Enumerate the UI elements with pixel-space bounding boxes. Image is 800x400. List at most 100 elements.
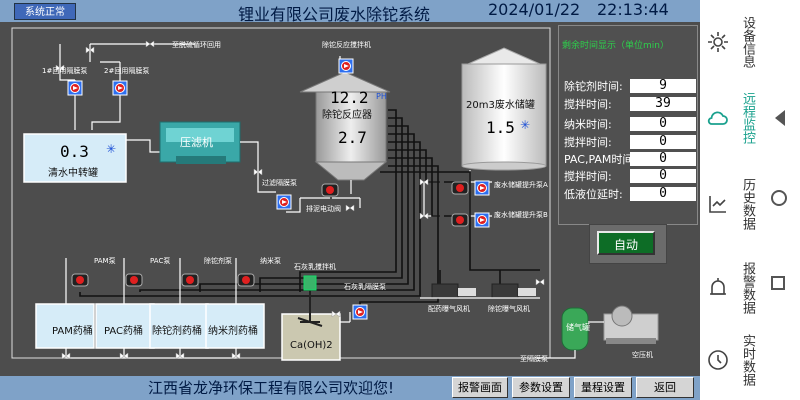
side-nav-realtime[interactable]: 实时数据 <box>704 318 794 400</box>
valve-icon <box>345 204 355 212</box>
welcome-marquee: 江西省龙净环保工程有限公司欢迎您! <box>148 379 395 397</box>
reuse-pump-2-icon <box>112 80 128 96</box>
alarm-icon <box>710 278 726 295</box>
panel-row-label: 除铊剂时间: <box>564 80 623 93</box>
lime-tank-label: Ca(OH)2 <box>290 340 333 351</box>
lime-pump-label: 石灰乳隔膜泵 <box>344 283 386 291</box>
panel-row-value: 0 <box>630 152 696 166</box>
snowflake-icon: ✳ <box>520 118 531 132</box>
reuse-pump-1-label: 1#回用隔膜泵 <box>42 67 88 75</box>
to-desulfur-label: 至脱硫循环回用 <box>172 41 221 49</box>
nano-tank-label: 纳米剂药桶 <box>208 326 258 337</box>
side-nav-device-info[interactable]: 设备信息 <box>704 0 794 84</box>
panel-row-value: 0 <box>630 117 696 131</box>
clock-icon <box>708 350 728 370</box>
nano-pump-icon <box>237 273 255 287</box>
gear-icon <box>708 32 728 52</box>
panel-row-value: 0 <box>630 135 696 149</box>
alarm-screen-button[interactable]: 报警画面 <box>452 377 508 398</box>
valve-icon <box>119 352 129 360</box>
valve-icon <box>535 278 545 286</box>
panel-row-label: 纳米时间: <box>564 118 612 131</box>
valve-icon <box>175 352 185 360</box>
reactor-level: 2.7 <box>338 128 367 147</box>
ph-value: 12.2 <box>330 88 369 107</box>
back-triangle-icon[interactable] <box>775 110 785 126</box>
remaining-time-header: 剩余时间显示（单位min） <box>562 41 669 51</box>
date-display: 2024/01/22 <box>488 0 581 19</box>
pam-pump-label: PAM泵 <box>94 257 116 265</box>
panel-row-value: 0 <box>630 169 696 183</box>
valve-icon <box>331 310 341 318</box>
sludge-valve-icon <box>321 183 339 197</box>
valve-icon <box>61 352 71 360</box>
panel-row-label: 低液位延时: <box>564 188 623 201</box>
panel-row-value: 9 <box>630 79 696 93</box>
waste-tank-label: 20m3废水储罐 <box>466 100 535 111</box>
filter-pump-icon <box>276 194 292 210</box>
lift-pump-a-label: 废水储罐提升泵A <box>494 181 548 189</box>
side-nav-alarm[interactable]: 报警数据 <box>704 246 794 330</box>
snowflake-icon: ✳ <box>106 142 117 156</box>
gas-tank-label: 储气罐 <box>566 323 590 332</box>
agent-tank-label: 除铊剂药桶 <box>152 326 202 337</box>
lift-pump-b-label: 废水储罐提升泵B <box>494 211 548 219</box>
compressor-label: 空压机 <box>632 351 653 359</box>
clear-tank-label: 清水中转罐 <box>48 168 98 179</box>
back-button[interactable]: 返回 <box>636 377 694 398</box>
header-bar <box>0 0 700 22</box>
pac-pump-icon <box>125 273 143 287</box>
agent-pump-icon <box>181 273 199 287</box>
side-nav-label: 报警数据 <box>740 262 755 314</box>
reactor-mixer-icon <box>338 58 354 74</box>
pam-pump-icon <box>71 273 89 287</box>
to-diaphragm-label: 至隔膜泵 <box>520 355 548 363</box>
side-nav-history[interactable]: 历史数据 <box>704 162 794 246</box>
reuse-pump-1-icon <box>67 80 83 96</box>
lift-pump-a-icon <box>474 180 490 196</box>
range-settings-button[interactable]: 量程设置 <box>574 377 632 398</box>
valve-icon <box>419 212 429 220</box>
chart-icon <box>709 196 726 213</box>
valve-icon <box>145 40 155 48</box>
removal-fan-label: 除铊曝气风机 <box>488 305 530 313</box>
reactor-label: 除铊反应器 <box>322 110 372 121</box>
reuse-pump-2-label: 2#回用隔膜泵 <box>104 67 150 75</box>
pac-tank-label: PAC药桶 <box>104 326 144 337</box>
side-nav-label: 实时数据 <box>740 334 755 386</box>
reactor-mixer-label: 除铊反应搅拌机 <box>322 41 371 49</box>
motor-icon <box>451 181 469 195</box>
side-nav-label: 远程监控 <box>740 92 755 144</box>
valve-icon <box>85 46 95 54</box>
filter-press-label[interactable]: 压滤机 <box>180 136 213 149</box>
home-circle-icon[interactable] <box>771 190 787 206</box>
panel-row-label: 搅拌时间: <box>564 170 612 183</box>
filter-pump-label: 过滤隔膜泵 <box>262 179 297 187</box>
cloud-icon <box>707 111 728 125</box>
panel-row-label: 搅拌时间: <box>564 98 612 111</box>
panel-row-value: 0 <box>630 187 696 201</box>
auto-mode-button[interactable]: 自动 <box>597 231 655 255</box>
panel-row-value: 39 <box>630 97 696 111</box>
ph-unit: PH <box>376 92 387 101</box>
dosing-fan-label: 配药曝气风机 <box>428 305 470 313</box>
valve-icon <box>231 352 241 360</box>
sludge-valve-label: 排泥电动阀 <box>306 205 341 213</box>
nano-pump-label: 纳米泵 <box>260 257 281 265</box>
pac-pump-label: PAC泵 <box>150 257 171 265</box>
waste-tank-value: 1.5 <box>486 118 515 137</box>
lift-pump-b-icon <box>474 212 490 228</box>
lime-mixer-label: 石灰乳搅拌机 <box>294 263 336 271</box>
side-nav-remote-monitor[interactable]: 远程监控 <box>704 76 794 160</box>
valve-icon <box>419 178 429 186</box>
pam-tank-label: PAM药桶 <box>52 326 93 337</box>
lime-pump-icon <box>352 304 368 320</box>
valve-icon <box>253 168 263 176</box>
time-display: 22:13:44 <box>597 0 669 19</box>
motor-icon <box>451 213 469 227</box>
side-nav-label: 设备信息 <box>740 16 755 68</box>
param-settings-button[interactable]: 参数设置 <box>512 377 570 398</box>
panel-row-label: PAC,PAM时间: <box>564 153 638 166</box>
recents-square-icon[interactable] <box>771 276 785 290</box>
clear-tank-value: 0.3 <box>60 142 89 161</box>
